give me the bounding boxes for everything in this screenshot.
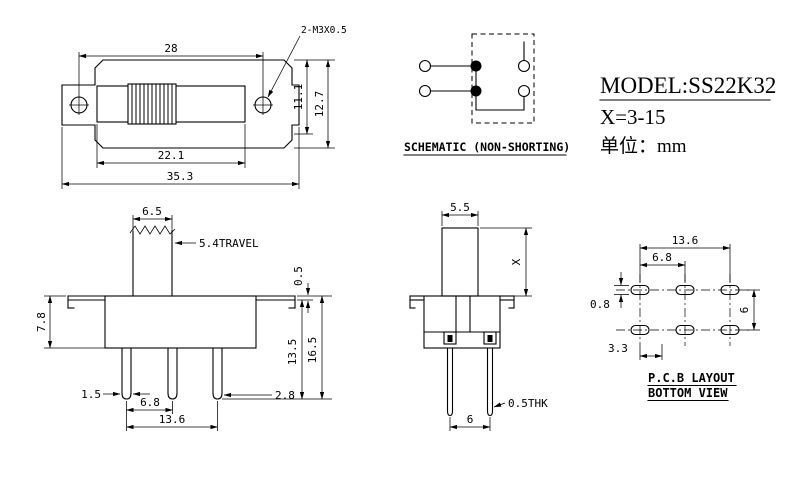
- dim-bracket-thickness: 0.5: [292, 266, 305, 286]
- dim-pin-pitch: 6.8: [140, 396, 160, 409]
- top-view-dimensions: 28 2-M3X0.5 11.1 12.7 22.1 35.3: [61, 25, 347, 189]
- dim-pin-thickness: 0.5THK: [508, 397, 548, 410]
- side-view-dimensions: 5.5 X 6 0.5THK: [441, 201, 548, 431]
- dim-pin-depth: 13.5: [286, 339, 299, 366]
- dim-pin-offset: 2.8: [275, 389, 295, 402]
- dim-pin-width: 1.5: [81, 388, 101, 401]
- front-view: 6.5 5.4TRAVEL 0.5 7.8 13.5 16.5 1.5 6.8: [35, 205, 332, 431]
- terminal-circle: [418, 84, 432, 98]
- dim-height-overall: 16.5: [306, 337, 319, 364]
- schematic-housing-box: [471, 33, 535, 124]
- dim-pin-pitch-side: 6: [467, 413, 474, 426]
- dim-pad-pitch: 6.8: [652, 251, 672, 264]
- terminal-circle: [418, 59, 432, 73]
- dim-pin-span: 13.6: [159, 413, 186, 426]
- terminal-circle: [517, 59, 531, 73]
- pcb-pad: [630, 284, 650, 296]
- dim-travel: 5.4TRAVEL: [199, 237, 259, 250]
- knob-serrations: [131, 84, 173, 124]
- dim-offset: 3.3: [608, 342, 628, 355]
- dim-hole-width: 0.8: [590, 298, 610, 311]
- schematic-caption: SCHEMATIC (NON-SHORTING): [404, 140, 570, 154]
- terminal-pin: [121, 347, 132, 400]
- terminal-pin-side: [446, 347, 454, 417]
- x-spec: X=3-15: [600, 105, 666, 129]
- pcb-pad: [720, 284, 740, 296]
- front-view-linework: [67, 225, 296, 400]
- pcb-pad: [720, 324, 740, 336]
- terminal-pin: [212, 347, 223, 400]
- switch-body-side: [423, 295, 501, 349]
- terminal-pin-side: [486, 347, 494, 417]
- dim-knob-depth: 5.5: [450, 201, 470, 214]
- dim-actuator-height: X: [510, 258, 523, 265]
- dim-hole-pitch: 28: [164, 42, 177, 55]
- dim-row-pitch: 6: [738, 307, 751, 314]
- dim-height-overall: 12.7: [313, 91, 326, 118]
- side-view-linework: [409, 227, 515, 417]
- common-contact-dot: [470, 60, 482, 72]
- top-view: 28 2-M3X0.5 11.1 12.7 22.1 35.3: [61, 25, 347, 189]
- dim-height-inner: 11.1: [292, 84, 305, 111]
- top-view-linework: [61, 59, 300, 149]
- switch-body-front: [104, 295, 257, 349]
- schematic-linework: [418, 33, 535, 124]
- pcb-pad: [675, 324, 695, 336]
- pcb-pad: [675, 284, 695, 296]
- title-block: MODEL:SS22K32 X=3-15 单位：mm: [599, 73, 776, 157]
- pcb-view: 13.6 6.8 0.8 6 3.3 P.C.B LAYOUT BOTTOM V…: [590, 234, 760, 402]
- schematic-view: SCHEMATIC (NON-SHORTING): [403, 33, 570, 156]
- unit-note: 单位：mm: [600, 135, 687, 157]
- dim-knob-width: 6.5: [142, 205, 162, 218]
- actuator-knob-side: [441, 227, 479, 297]
- terminal-circle: [517, 84, 531, 98]
- terminal-pin: [167, 347, 178, 400]
- break-line: [129, 225, 176, 235]
- model-number: MODEL:SS22K32: [600, 73, 776, 98]
- dim-body-height: 7.8: [35, 312, 48, 332]
- pcb-caption-line1: P.C.B LAYOUT: [648, 371, 735, 385]
- pcb-linework: [616, 274, 752, 346]
- pcb-caption-line2: BOTTOM VIEW: [648, 386, 728, 400]
- common-contact-dot: [470, 85, 482, 97]
- front-view-dimensions: 6.5 5.4TRAVEL 0.5 7.8 13.5 16.5 1.5 6.8: [35, 205, 332, 431]
- thread-callout: 2-M3X0.5: [301, 25, 347, 36]
- dim-slot-length: 22.1: [158, 149, 185, 162]
- pcb-pad: [630, 324, 650, 336]
- side-view: 5.5 X 6 0.5THK: [409, 201, 548, 431]
- switch-body-outline: [61, 59, 300, 149]
- dim-length-overall: 35.3: [167, 170, 194, 183]
- pcb-dimensions: 13.6 6.8 0.8 6 3.3: [590, 234, 760, 360]
- dim-pad-span: 13.6: [672, 234, 699, 247]
